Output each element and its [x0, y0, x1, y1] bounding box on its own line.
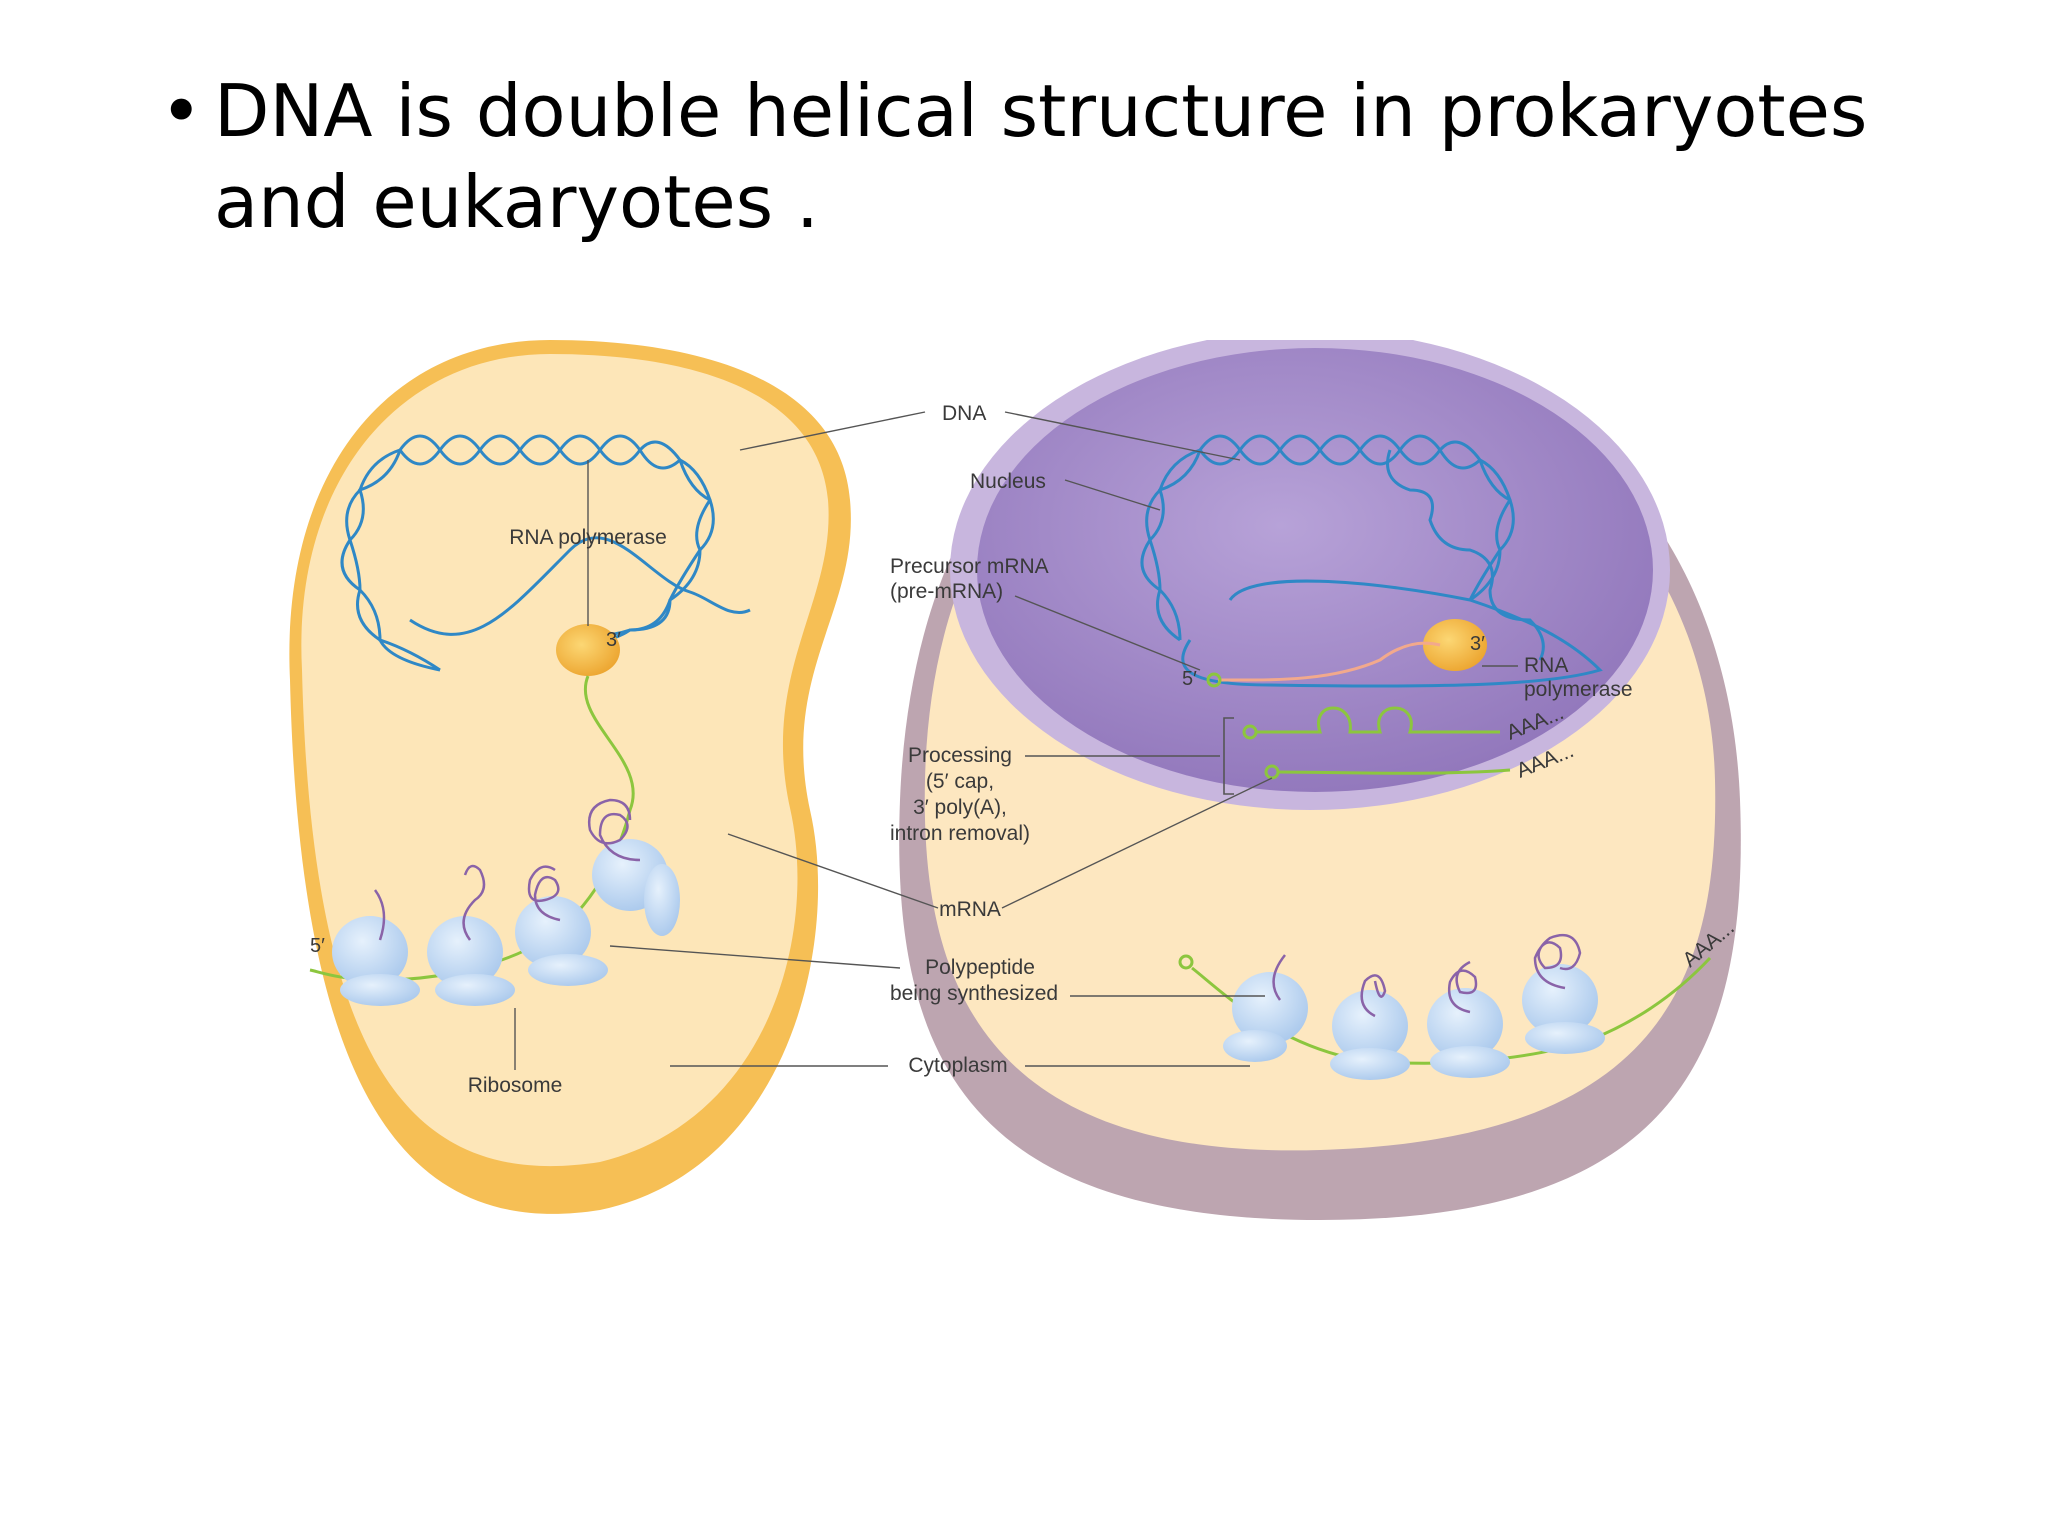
slide-bullet: • DNA is double helical structure in pro… — [160, 66, 1920, 248]
eukaryote-polypeptide-3 — [1447, 960, 1478, 1014]
polypeptide-label-2: being synthesized — [890, 982, 1058, 1005]
pre-mrna-5-cap — [1206, 672, 1222, 688]
precursor-mrna-label-2: (pre-mRNA) — [890, 580, 1003, 603]
cytoplasmic-mrna-cap — [1178, 954, 1194, 970]
eukaryote-dna-second-helix — [1386, 449, 1545, 661]
bullet-glyph: • — [160, 69, 203, 153]
eukaryote-ribosome-1 — [1223, 972, 1308, 1062]
processed-mrna-2 — [1277, 768, 1511, 775]
processing-label-1: Processing — [908, 744, 1012, 767]
transcription-translation-diagram: DNA Nucleus RNA polymerase 3′ Precursor … — [270, 340, 1810, 1220]
three-prime-right-label: 3′ — [1470, 633, 1485, 655]
mrna-leader-right — [1001, 777, 1273, 909]
nucleus-label: Nucleus — [970, 470, 1046, 493]
five-prime-right-label: 5′ — [1182, 668, 1197, 690]
dna-leader-left — [739, 411, 926, 451]
processing-bracket — [1223, 717, 1234, 795]
prokaryote-dna-strand-b — [348, 434, 712, 672]
eukaryote-dna-strand-b — [1148, 434, 1512, 642]
prokaryote-rna-polymerase — [556, 624, 620, 676]
five-prime-left-label: 5′ — [310, 935, 325, 957]
dna-leader-right — [1004, 411, 1241, 461]
three-prime-left-label: 3′ — [606, 629, 621, 651]
mrna-leader-left — [727, 833, 939, 909]
processing-label-4: intron removal) — [890, 822, 1030, 845]
eukaryote-polypeptide-4 — [1533, 933, 1582, 990]
nucleus-leader — [1064, 479, 1161, 511]
eukaryote-ribosome-2 — [1330, 990, 1410, 1080]
ribosome-label: Ribosome — [468, 1074, 563, 1097]
rna-polymerase-right-label-2: polymerase — [1524, 678, 1633, 701]
processed-mrna-1-cap — [1242, 724, 1258, 740]
pre-mrna-leader — [1014, 595, 1201, 671]
leader-lines — [609, 411, 1518, 1067]
prokaryote-polypeptide-1 — [373, 889, 386, 941]
prokaryote-polypeptide-2 — [462, 864, 486, 941]
prokaryote-ribosome-4 — [592, 839, 680, 936]
prokaryote-cytoplasm — [301, 354, 829, 1167]
dna-label: DNA — [942, 402, 986, 425]
pre-mrna — [1217, 641, 1441, 682]
polypeptide-leader-left — [609, 945, 901, 969]
mrna-label: mRNA — [939, 898, 1001, 921]
prokaryote-ribosome-1 — [332, 916, 420, 1006]
slide-bullet-text: DNA is double helical structure in proka… — [214, 69, 1868, 244]
prokaryote-polypeptide-4 — [587, 798, 641, 862]
processing-label-2: (5′ cap, — [926, 770, 994, 793]
prokaryote-dna-inner-strand — [409, 536, 751, 636]
eukaryotic-cell — [899, 340, 1741, 1220]
prokaryotic-cell — [289, 340, 851, 1214]
rna-polymerase-left-label: RNA polymerase — [509, 526, 667, 549]
prokaryote-ribosome-3 — [515, 896, 608, 986]
rna-polymerase-right-label-1: RNA — [1524, 654, 1568, 677]
diagram-labels: DNA Nucleus RNA polymerase 3′ Precursor … — [310, 402, 1739, 1097]
prokaryote-polypeptide-3 — [527, 865, 561, 922]
processed-mrna-1 — [1256, 706, 1500, 734]
nucleus-body — [977, 348, 1653, 792]
precursor-mrna-label-1: Precursor mRNA — [890, 555, 1049, 578]
prokaryote-ribosome-2 — [427, 916, 515, 1006]
eukaryote-ribosome-3 — [1427, 988, 1510, 1078]
cytoplasm-label: Cytoplasm — [908, 1054, 1007, 1077]
eukaryote-polypeptide-1 — [1272, 954, 1286, 1001]
eukaryote-rna-polymerase — [1423, 619, 1487, 671]
eukaryote-dna-loop — [1181, 579, 1603, 688]
polypeptide-label-1: Polypeptide — [925, 956, 1035, 979]
processing-label-3: 3′ poly(A), — [913, 796, 1007, 819]
eukaryote-polypeptide-2 — [1360, 974, 1387, 1018]
eukaryote-ribosome-4 — [1522, 964, 1605, 1054]
